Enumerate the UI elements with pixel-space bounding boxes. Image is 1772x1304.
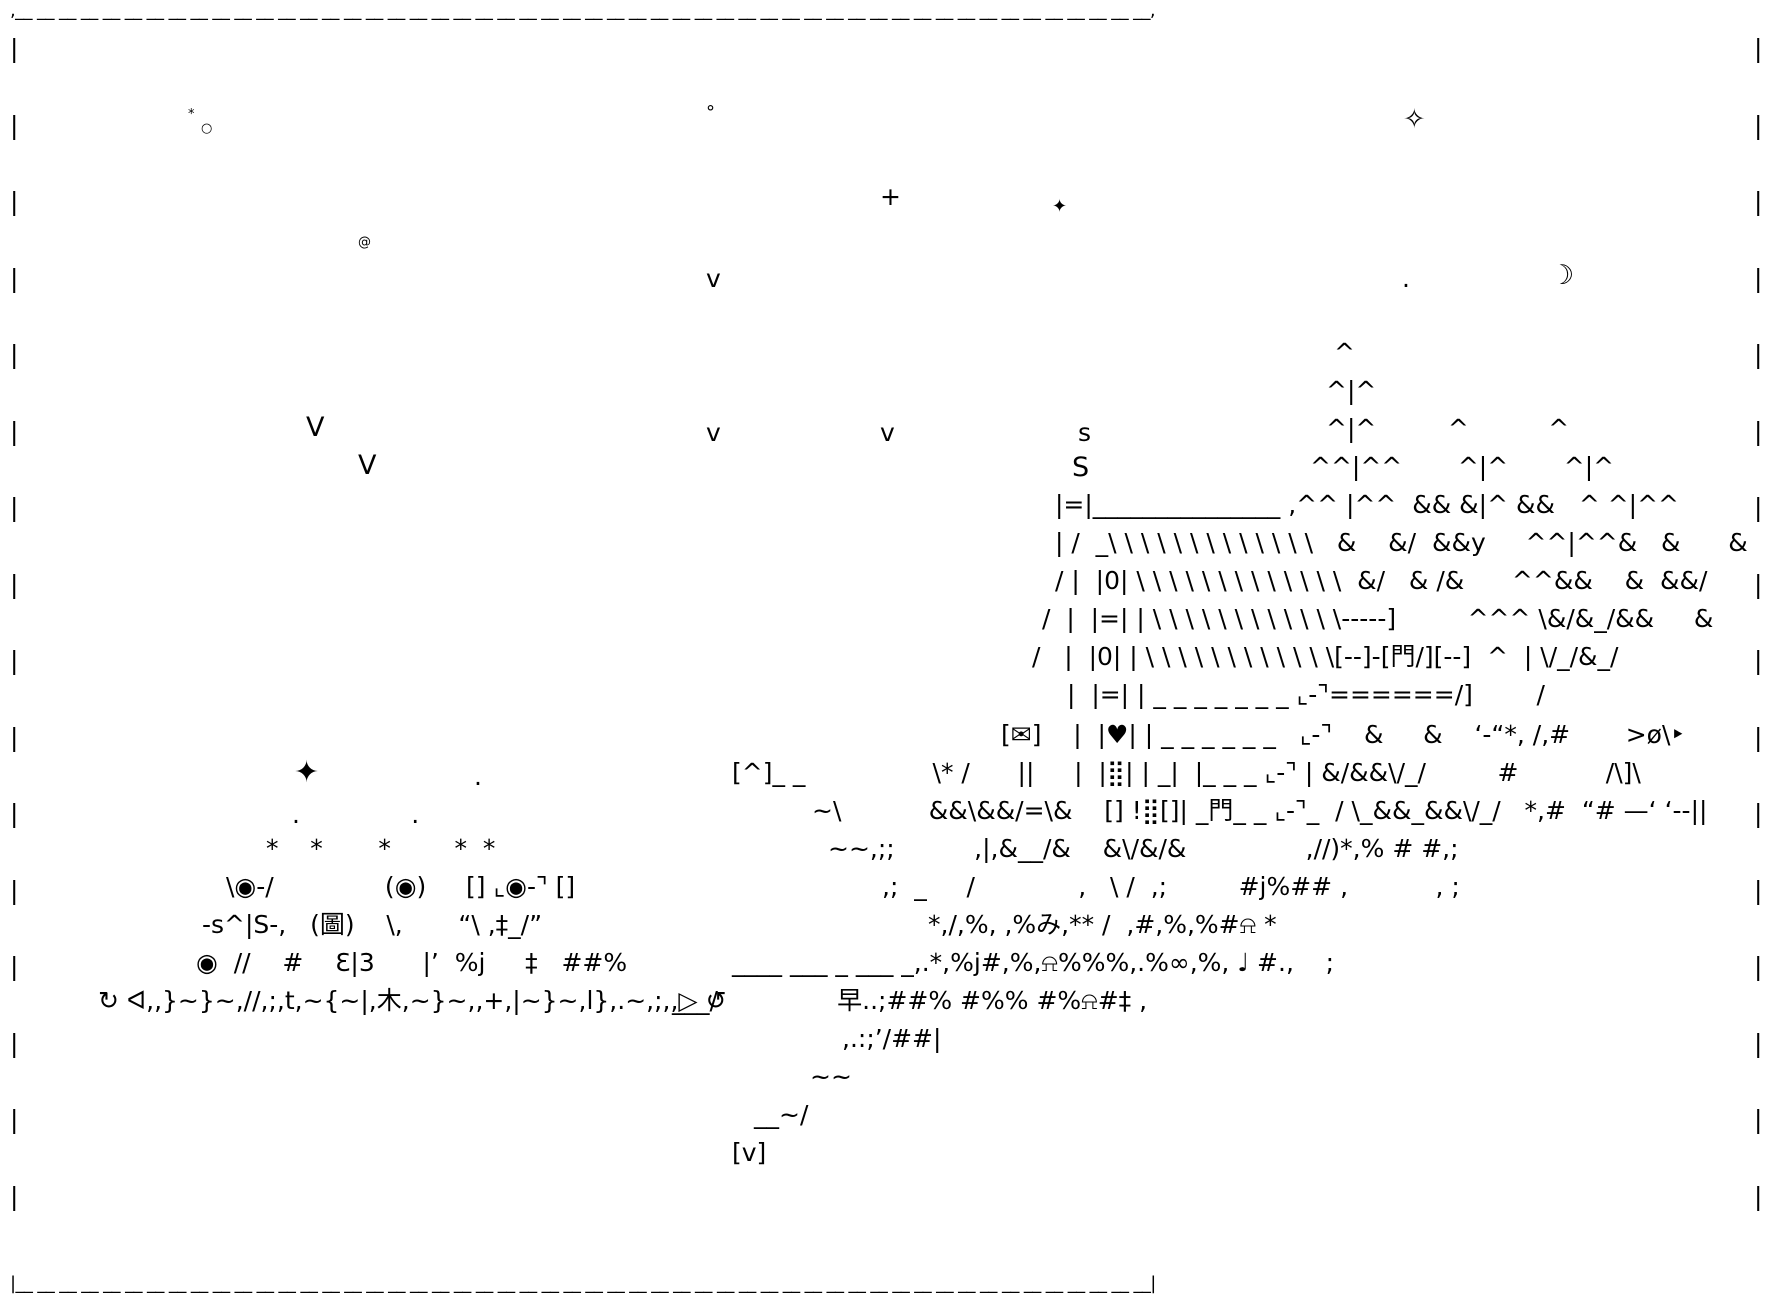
frame-border-right: | bbox=[1754, 493, 1763, 522]
art-line-15: *,/,%, ,%み,** / ,#,%,%#⍾ * bbox=[928, 910, 1277, 939]
frame-border-right: | bbox=[1754, 111, 1763, 140]
left-stars-row: * * * * * bbox=[266, 834, 496, 863]
art-line-14: ,; _ / , \ / ,; #j%## , , ; bbox=[882, 872, 1460, 901]
frame-border-left: | bbox=[10, 264, 19, 293]
frame-border-right: | bbox=[1754, 417, 1763, 446]
sky-degree: ° bbox=[706, 102, 715, 123]
moon-icon: ☽ bbox=[1550, 260, 1575, 291]
art-line-9: | |=| | _ _ _ _ _ _ _ ⌞-⌝======/] / bbox=[1067, 680, 1545, 709]
left-dot: . bbox=[474, 762, 482, 791]
bird-s-large: S bbox=[1072, 452, 1090, 483]
frame-border-left: | bbox=[10, 876, 19, 905]
sky-bird-v: v bbox=[706, 264, 721, 293]
frame-border-left: | bbox=[10, 570, 19, 599]
art-line-12: ~\ &&\&&/=\& [] !⣿[]| _門_ _ ⌞-⌝_ / \_&&_… bbox=[812, 796, 1708, 825]
art-line-8: / | |0| | \ \ \ \ \ \ \ \ \ \ \ \[--]-[門… bbox=[1032, 642, 1619, 671]
bird-mid-2: v bbox=[880, 418, 895, 447]
art-line-16: ____ ___ _ ___ _,.*,%j#,%,⍾%%%,.%∞,%, ♩ … bbox=[732, 948, 1335, 977]
art-line-13: ~~,;; ,|,&__/& &\/&/& ,//)*,% # #,; bbox=[828, 834, 1459, 863]
frame-border-right: | bbox=[1754, 1029, 1763, 1058]
frame-border-left: | bbox=[10, 417, 19, 446]
frame-border-right: | bbox=[1754, 570, 1763, 599]
art-line-7: / | |=| | \ \ \ \ \ \ \ \ \ \ \ \-----] … bbox=[1042, 604, 1714, 633]
frame-border-left: | bbox=[10, 493, 19, 522]
frame-border-left: | bbox=[10, 1105, 19, 1134]
sky-small-star: * bbox=[188, 107, 195, 122]
left-hand-row: -s^|S-, (圖) \, “\ ,‡_/” bbox=[202, 910, 543, 939]
sky-plus: + bbox=[880, 182, 901, 211]
bird-mid-1: v bbox=[706, 418, 721, 447]
left-symbol-row: ◉ // # Ɛ|3 |’ %j ‡ ##% bbox=[196, 948, 628, 977]
bird-s-small: s bbox=[1078, 418, 1092, 447]
sky-at: @ bbox=[358, 235, 371, 250]
frame-border-left: | bbox=[10, 723, 19, 752]
art-line-19: ~~ bbox=[810, 1062, 852, 1091]
frame-border-right: | bbox=[1754, 952, 1763, 981]
frame-bottom-edge: |__ __ __ __ __ __ __ __ __ __ __ __ __ … bbox=[10, 1273, 1156, 1294]
frame-border-right: | bbox=[1754, 34, 1763, 63]
left-dots-row: . . bbox=[292, 800, 420, 829]
frame-border-left: | bbox=[10, 34, 19, 63]
frame-border-right: | bbox=[1754, 1105, 1763, 1134]
frame-border-left: | bbox=[10, 1029, 19, 1058]
art-line-6: / | |0| \ \ \ \ \ \ \ \ \ \ \ \ \ &/ & /… bbox=[1055, 566, 1708, 595]
art-line-11: [^]_ _ \* / || | |⣿| | _| |_ _ _ ⌞-⌝ | &… bbox=[732, 758, 1641, 787]
frame-border-right: | bbox=[1754, 799, 1763, 828]
sparkle-icon: ✧ bbox=[1403, 104, 1426, 135]
frame-border-left: | bbox=[10, 646, 19, 675]
sky-diamond-icon: ✦ bbox=[1052, 196, 1068, 217]
frame-border-left: | bbox=[10, 111, 19, 140]
art-line-10: [✉] | |♥| | _ _ _ _ _ _ ⌞-⌝ & & ‘-“*, /,… bbox=[1001, 720, 1686, 749]
frame-border-right: | bbox=[1754, 340, 1763, 369]
frame-border-right: | bbox=[1754, 646, 1763, 675]
art-line-18: ,.:;’/##| bbox=[842, 1024, 942, 1053]
frame-border-left: | bbox=[10, 187, 19, 216]
art-line-0: ^ bbox=[1334, 338, 1355, 367]
frame-border-left: | bbox=[10, 340, 19, 369]
frame-border-left: | bbox=[10, 952, 19, 981]
art-line-4: |=|_______________ ,^^ |^^ && &|^ && ^ ^… bbox=[1055, 490, 1679, 519]
frame-border-right: | bbox=[1754, 187, 1763, 216]
frame-border-right: | bbox=[1754, 264, 1763, 293]
frame-border-left: | bbox=[10, 1182, 19, 1211]
frame-border-left: | bbox=[10, 799, 19, 828]
left-diamond-icon: ✦ bbox=[294, 755, 320, 790]
frame-border-right: | bbox=[1754, 723, 1763, 752]
bird-left-2: V bbox=[358, 450, 377, 481]
sky-dot: . bbox=[1402, 264, 1410, 293]
art-line-2: ^|^ ^ ^ bbox=[1326, 414, 1570, 443]
sky-ring: ○ bbox=[201, 121, 213, 136]
art-line-5: | / _\ \ \ \ \ \ \ \ \ \ \ \ \ & &/ &&y … bbox=[1055, 528, 1748, 557]
art-line-17: ___/ 早..;##% #%% #%⍾#‡ , bbox=[672, 986, 1148, 1015]
art-line-3: ^^|^^ ^|^ ^|^ bbox=[1310, 452, 1615, 481]
frame-border-right: | bbox=[1754, 876, 1763, 905]
art-line-20: __~/ bbox=[754, 1100, 809, 1129]
art-line-1: ^|^ bbox=[1326, 376, 1377, 405]
frame-border-right: | bbox=[1754, 1182, 1763, 1211]
left-face-row: \◉-/ (◉) [] ⌞◉-⌝ [] bbox=[226, 872, 576, 901]
frame-top-edge: ,__ __ __ __ __ __ __ __ __ __ __ __ __ … bbox=[10, 0, 1156, 21]
art-line-21: [v] bbox=[732, 1138, 767, 1167]
bird-left-1: V bbox=[306, 412, 325, 443]
left-ground-row: ↻ ᐊ,,}~}~,//,;,t,~{~|,木,~}~,,+,|~}~,l},.… bbox=[98, 986, 727, 1015]
